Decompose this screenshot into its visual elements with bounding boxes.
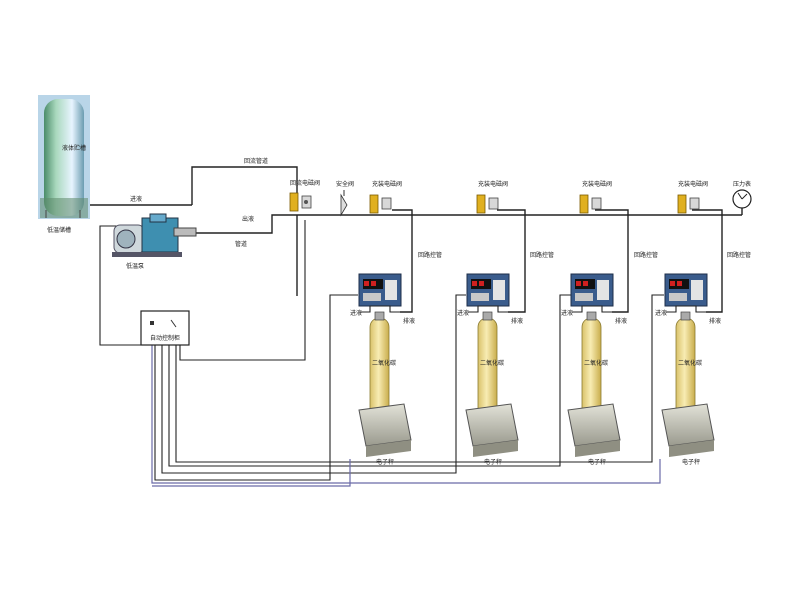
- tank-caption: 低温储槽: [47, 226, 71, 234]
- filling-station-4: [661, 273, 715, 457]
- station-3-port-left: 进液: [561, 309, 573, 317]
- safety-valve: [340, 190, 348, 217]
- station-1-cylinder-text: 二氧化碳: [372, 359, 396, 367]
- station-2-control-pipe-label: 回路控管: [530, 251, 554, 259]
- station-1-port-left: 进液: [350, 309, 362, 317]
- station-4-cylinder-text: 二氧化碳: [678, 359, 702, 367]
- station-4-port-right: 排液: [709, 317, 721, 325]
- signal-lines: [151, 345, 661, 487]
- filling-valve-4: [579, 194, 602, 214]
- controller-caption: 自动控制柜: [150, 334, 180, 342]
- station-4-port-left: 进液: [655, 309, 667, 317]
- control-lines: [99, 220, 664, 481]
- safety-valve-label: 安全阀: [336, 180, 354, 188]
- station-2-port-right: 排液: [511, 317, 523, 325]
- return-pipe-label: 回流管道: [244, 157, 268, 165]
- station-1-port-right: 排液: [403, 317, 415, 325]
- filling-valve-5: [677, 194, 700, 214]
- station-3-cylinder-text: 二氧化碳: [584, 359, 608, 367]
- station-5-valve-label: 充装电磁阀: [678, 180, 708, 188]
- station-4-control-pipe-label: 回路控管: [727, 251, 751, 259]
- station-1-valve-label: 回流电磁阀: [290, 179, 320, 187]
- pump-caption: 低温泵: [126, 262, 144, 270]
- station-3-control-pipe-label: 回路控管: [634, 251, 658, 259]
- station-4-valve-label: 充装电磁阀: [582, 180, 612, 188]
- station-2-valve-label: 充装电磁阀: [372, 180, 402, 188]
- station-2-cylinder-text: 二氧化碳: [480, 359, 504, 367]
- control-cabinet: [140, 310, 190, 346]
- station-3-scale-label: 电子秤: [588, 458, 606, 466]
- station-3-valve-label: 充装电磁阀: [478, 180, 508, 188]
- pipe-network: [90, 166, 743, 313]
- station-1-scale-label: 电子秤: [376, 458, 394, 466]
- tank-vertical-text: 液体贮槽: [62, 144, 86, 152]
- station-2-port-left: 进液: [457, 309, 469, 317]
- filling-station-3: [567, 273, 621, 457]
- station-3-port-right: 排液: [615, 317, 627, 325]
- storage-tank: 液体贮槽: [38, 95, 90, 219]
- pressure-gauge: [732, 189, 752, 209]
- outlet-pipe-label: 出液: [242, 215, 254, 223]
- filling-station-2: [465, 273, 519, 457]
- station-1-control-pipe-label: 回路控管: [418, 251, 442, 259]
- bypass-pipe-label: 管道: [235, 240, 247, 248]
- filling-valve-3: [476, 194, 499, 214]
- return-solenoid-valve: [289, 192, 312, 212]
- filling-valve-2: [369, 194, 392, 214]
- filling-station-1: [358, 273, 412, 457]
- station-4-scale-label: 电子秤: [682, 458, 700, 466]
- pressure-gauge-label: 压力表: [733, 180, 751, 188]
- station-2-scale-label: 电子秤: [484, 458, 502, 466]
- cryogenic-pump: [112, 213, 197, 257]
- inlet-pipe-label: 进液: [130, 195, 142, 203]
